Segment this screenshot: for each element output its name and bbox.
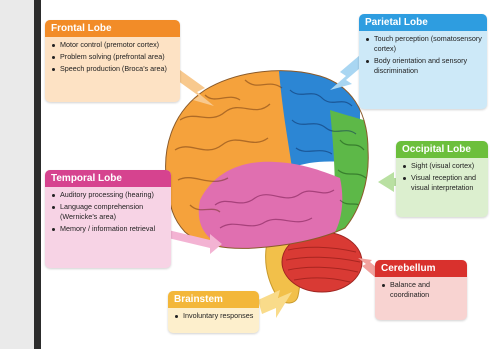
temporal-arrow bbox=[168, 230, 222, 254]
occipital-lobe-item: Sight (visual cortex) bbox=[403, 161, 484, 171]
parietal-arrow bbox=[330, 55, 366, 90]
cerebellum-list: Balance and coordination bbox=[375, 277, 467, 305]
frontal-lobe-box: Frontal Lobe Motor control (premotor cor… bbox=[45, 20, 180, 102]
temporal-lobe-list: Auditory processing (hearing) Language c… bbox=[45, 187, 171, 239]
occipital-lobe-item: Visual reception and visual interpretati… bbox=[403, 173, 484, 193]
parietal-lobe-title: Parietal Lobe bbox=[359, 14, 487, 31]
frontal-lobe-title: Frontal Lobe bbox=[45, 20, 180, 37]
left-border bbox=[34, 0, 41, 349]
parietal-lobe-list: Touch perception (somatosensory cortex) … bbox=[359, 31, 487, 81]
temporal-lobe-region bbox=[198, 161, 343, 249]
frontal-arrow bbox=[174, 70, 214, 106]
frontal-lobe-item: Speech production (Broca’s area) bbox=[52, 64, 176, 74]
temporal-lobe-box: Temporal Lobe Auditory processing (heari… bbox=[45, 170, 171, 268]
brainstem-title: Brainstem bbox=[168, 291, 259, 308]
temporal-lobe-item: Memory / information retrieval bbox=[52, 224, 167, 234]
occipital-lobe-list: Sight (visual cortex) Visual reception a… bbox=[396, 158, 488, 198]
cerebellum-box: Cerebellum Balance and coordination bbox=[375, 260, 467, 320]
brainstem-item: Involuntary responses bbox=[175, 311, 254, 320]
frontal-lobe-list: Motor control (premotor cortex) Problem … bbox=[45, 37, 180, 79]
cerebellum-folds bbox=[285, 246, 361, 283]
temporal-lobe-item: Auditory processing (hearing) bbox=[52, 190, 167, 200]
brain-folds bbox=[174, 79, 283, 213]
occipital-lobe-box: Occipital Lobe Sight (visual cortex) Vis… bbox=[396, 141, 488, 217]
frontal-lobe-item: Motor control (premotor cortex) bbox=[52, 40, 176, 50]
parietal-lobe-box: Parietal Lobe Touch perception (somatose… bbox=[359, 14, 487, 109]
occipital-lobe-title: Occipital Lobe bbox=[396, 141, 488, 158]
temporal-lobe-item: Language comprehension (Wernicke’s area) bbox=[52, 202, 167, 222]
brainstem-box: Brainstem Involuntary responses bbox=[168, 291, 259, 333]
cerebellum-item: Balance and coordination bbox=[382, 280, 463, 300]
occipital-arrow bbox=[378, 172, 402, 192]
brainstem-list: Involuntary responses bbox=[168, 308, 259, 326]
parietal-lobe-item: Body orientation and sensory discriminat… bbox=[366, 56, 483, 76]
temporal-lobe-title: Temporal Lobe bbox=[45, 170, 171, 187]
brainstem-arrow bbox=[258, 290, 292, 318]
frontal-lobe-item: Problem solving (prefrontal area) bbox=[52, 52, 176, 62]
cerebellum-title: Cerebellum bbox=[375, 260, 467, 277]
parietal-lobe-item: Touch perception (somatosensory cortex) bbox=[366, 34, 482, 53]
